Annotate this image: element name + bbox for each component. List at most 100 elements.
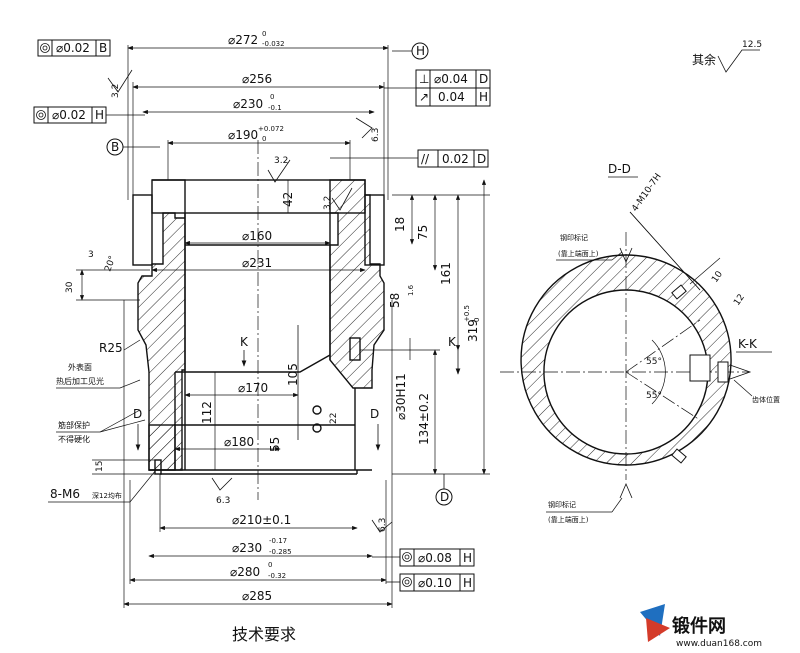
dim-75: 75 xyxy=(416,225,430,240)
dim-3: 3 xyxy=(88,250,94,260)
dim-r25: R25 xyxy=(99,341,123,355)
svg-text:H: H xyxy=(463,576,472,590)
dim-10: 10 xyxy=(710,269,725,284)
svg-text:-0.32: -0.32 xyxy=(268,572,286,580)
svg-text:-0.285: -0.285 xyxy=(269,548,292,556)
thread-callout: 8-M6 xyxy=(50,487,80,501)
stamp-note-bottom: 钢印标记 xyxy=(548,500,576,509)
holes-callout: 4-M10-7H xyxy=(630,172,663,214)
svg-text:0: 0 xyxy=(262,30,266,38)
frame-7-value: ⌀0.10 xyxy=(418,576,452,590)
right-wall-section xyxy=(329,179,385,389)
dim-d160: ⌀160 xyxy=(242,229,272,243)
angle-55-top: 55° xyxy=(646,357,662,367)
dim-d280: ⌀280 xyxy=(230,565,260,579)
note-protect: 筋部保护 xyxy=(58,420,90,430)
svg-text:H: H xyxy=(479,90,488,104)
svg-text:其余: 其余 xyxy=(692,52,716,67)
tolerance-frames: ⌀0.02 B ⌀0.02 H ⊥ ⌀0.04 D ↗ 0.04 H // 0.… xyxy=(33,39,491,592)
dim-22: 22 xyxy=(329,413,339,424)
section-dd-title: D-D xyxy=(608,162,631,176)
svg-text:0: 0 xyxy=(268,561,272,569)
svg-text:0: 0 xyxy=(270,93,274,101)
svg-text:↗: ↗ xyxy=(419,90,429,104)
top-rim xyxy=(151,179,366,214)
svg-text:热后加工见光: 热后加工见光 xyxy=(56,376,104,386)
svg-text:D: D xyxy=(440,490,449,504)
svg-text://: // xyxy=(421,152,430,166)
svg-text:D: D xyxy=(479,72,488,86)
svg-text:-0.1: -0.1 xyxy=(268,104,282,112)
svg-text:H: H xyxy=(95,108,104,122)
frame-3-value: ⌀0.04 xyxy=(434,72,468,86)
dim-30h11: ⌀30H11 xyxy=(394,373,408,420)
stamp-note-top: 钢印标记 xyxy=(560,233,588,242)
dim-d256: ⌀256 xyxy=(242,72,272,86)
section-kk-label: K-K xyxy=(738,337,758,351)
svg-text:6.3: 6.3 xyxy=(371,128,381,142)
pin-hole-top xyxy=(312,405,322,415)
svg-text:1.6: 1.6 xyxy=(407,284,415,296)
dim-12: 12 xyxy=(732,293,747,308)
svg-text:(靠上端面上): (靠上端面上) xyxy=(558,249,599,258)
svg-text:-0.032: -0.032 xyxy=(262,40,285,48)
svg-text:B: B xyxy=(99,41,107,55)
left-flange xyxy=(132,194,153,266)
svg-text:锻件网: 锻件网 xyxy=(672,615,726,637)
frame-1-value: ⌀0.02 xyxy=(56,41,90,55)
site-logo: 锻件网 www.duan168.com xyxy=(640,604,762,649)
dim-15: 15 xyxy=(95,461,105,472)
svg-text:6.3: 6.3 xyxy=(378,518,388,532)
svg-text:+0.5: +0.5 xyxy=(463,305,471,322)
frame-6-value: ⌀0.08 xyxy=(418,551,452,565)
dim-112: 112 xyxy=(200,401,214,424)
dim-161: 161 xyxy=(439,262,453,285)
dim-d285: ⌀285 xyxy=(242,589,272,603)
section-mark-k-right: K xyxy=(448,335,457,349)
note-outer-surface: 外表面 xyxy=(68,362,92,372)
section-dd-view: D-D 55° 55° 4-M10-7H 10 12 K-K 钢印标记 (靠上端… xyxy=(500,162,780,524)
svg-text:不得硬化: 不得硬化 xyxy=(58,434,90,444)
tech-requirements-heading: 技术要求 xyxy=(232,625,296,644)
svg-text:0: 0 xyxy=(262,135,266,143)
frame-4-value: 0.04 xyxy=(438,90,465,104)
svg-text:6.3: 6.3 xyxy=(216,496,230,506)
svg-text:12.5: 12.5 xyxy=(742,40,762,50)
svg-text:www.duan168.com: www.duan168.com xyxy=(676,639,762,649)
dim-d180: ⌀180 xyxy=(224,435,254,449)
svg-text:0: 0 xyxy=(473,318,481,322)
svg-text:H: H xyxy=(463,551,472,565)
ring-section xyxy=(520,254,732,466)
angle-55-bottom: 55° xyxy=(646,391,662,401)
svg-text:B: B xyxy=(111,140,119,154)
dim-55: 55 xyxy=(268,437,282,452)
nest-position-note: 齿体位置 xyxy=(752,395,780,404)
svg-text:⊥: ⊥ xyxy=(419,72,429,86)
dim-d231: ⌀231 xyxy=(242,256,272,270)
section-mark-k-left: K xyxy=(240,335,249,349)
thread-hole xyxy=(154,459,162,475)
dim-d170: ⌀170 xyxy=(238,381,268,395)
bottom-wall-left xyxy=(148,424,176,471)
main-section-view: ⌀272 0 -0.032 ⌀256 ⌀230 0 -0.1 ⌀190 +0.0… xyxy=(48,30,490,608)
right-flange xyxy=(364,194,385,266)
svg-text:深12均布: 深12均布 xyxy=(92,491,122,500)
roughness-other: 其余 12.5 xyxy=(692,40,762,73)
dim-105: 105 xyxy=(286,363,300,386)
dim-d210: ⌀210±0.1 xyxy=(232,513,291,527)
svg-text:+0.072: +0.072 xyxy=(258,125,284,133)
section-mark-d-right: D xyxy=(370,407,379,421)
section-mark-d-left: D xyxy=(133,407,142,421)
svg-text:H: H xyxy=(416,44,425,58)
dim-30: 30 xyxy=(65,281,75,293)
dim-d230-top: ⌀230 xyxy=(233,97,263,111)
dim-18: 18 xyxy=(393,217,407,232)
svg-text:3.2: 3.2 xyxy=(274,156,288,166)
svg-text:(靠上端面上): (靠上端面上) xyxy=(548,515,589,524)
pin-hole-bottom xyxy=(312,423,322,433)
svg-text:D: D xyxy=(477,152,486,166)
frame-2-value: ⌀0.02 xyxy=(52,108,86,122)
svg-text:3.2: 3.2 xyxy=(323,196,333,210)
